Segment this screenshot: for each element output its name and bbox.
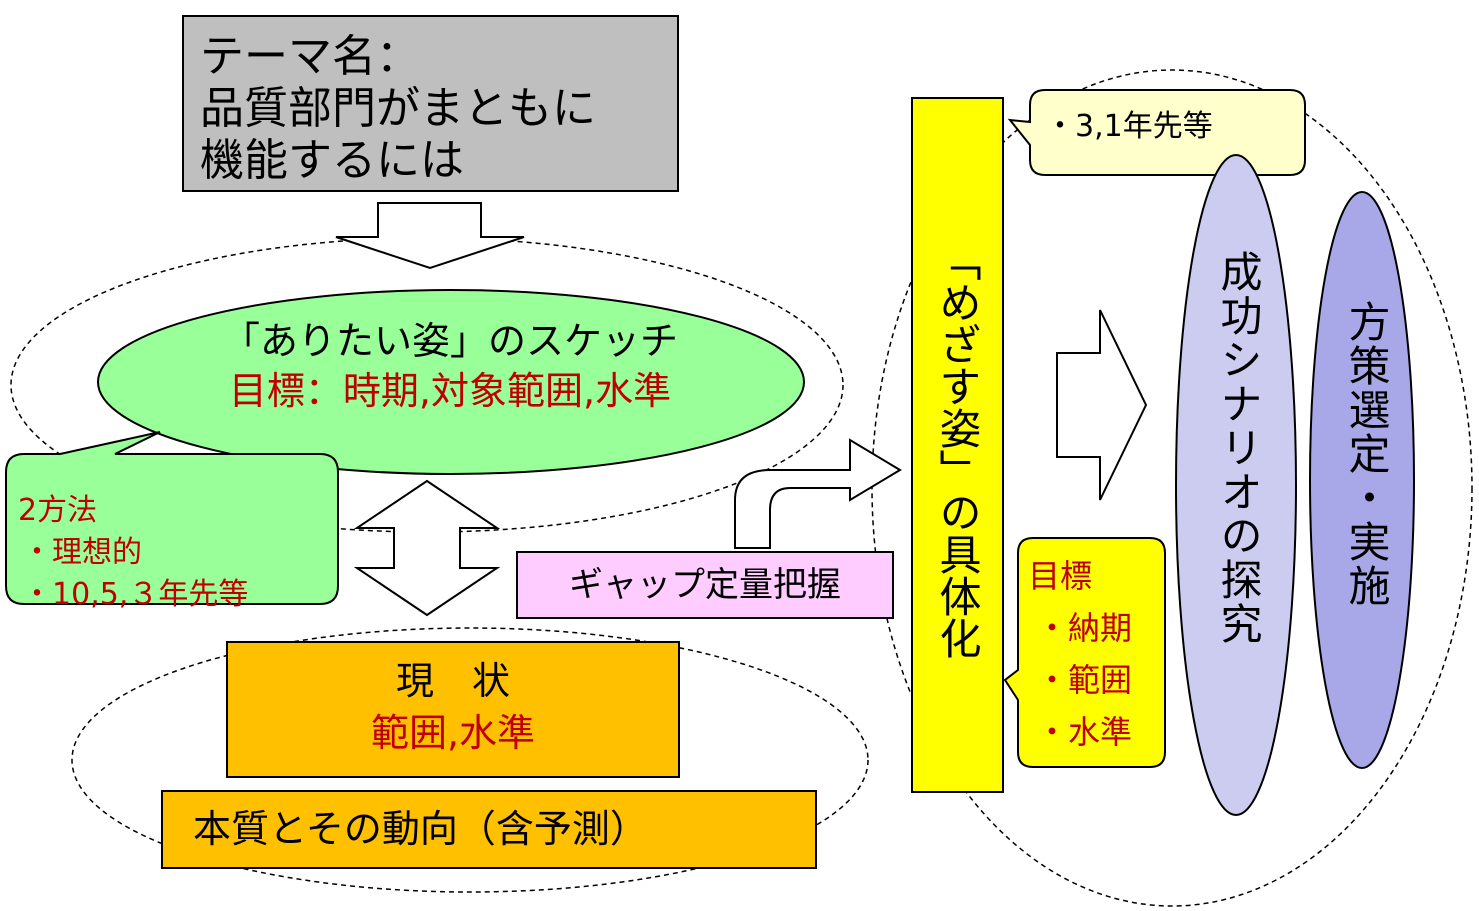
- essence-label: 本質とその動向（含予測）: [193, 807, 648, 851]
- time-note-callout-shape: [1007, 89, 1306, 176]
- gap-box: ギャップ定量把握: [516, 551, 894, 619]
- methods-callout: 2方法 ・理想的 ・10,5,３年先等: [18, 490, 338, 616]
- gap-label: ギャップ定量把握: [569, 565, 841, 605]
- time-note: ・3,1年先等: [1045, 104, 1295, 150]
- methods-item: ・10,5,３年先等: [22, 577, 249, 612]
- current-group-dashed-ellipse: [71, 627, 869, 893]
- ideal-label: 「ありたい姿」のスケッチ 目標：時期,対象範囲,水準: [100, 316, 800, 416]
- target-shape-label: 「めざす姿」の具体化: [933, 239, 982, 659]
- ideal-group-dashed-ellipse: [10, 237, 844, 533]
- ideal-title: 「ありたい姿」のスケッチ: [221, 319, 678, 363]
- methods-item: ・理想的: [22, 535, 142, 570]
- right-group-dashed-ellipse: [871, 69, 1473, 907]
- policy-ellipse: [1309, 191, 1415, 769]
- time-note-label: ・3,1年先等: [1045, 109, 1213, 144]
- target-shape-box: 「めざす姿」の具体化: [911, 97, 1004, 793]
- target-note-item: ・水準: [1036, 713, 1133, 751]
- up-down-arrow: [353, 479, 501, 617]
- down-arrow: [335, 202, 525, 270]
- target-note-callout-shape: [1003, 537, 1166, 768]
- curved-arrow: [734, 438, 902, 549]
- policy-label: 方策選定・実施: [1342, 300, 1391, 608]
- ideal-target: 目標：時期,対象範囲,水準: [228, 369, 672, 413]
- theme-line-3: 機能するには: [200, 135, 464, 186]
- methods-callout-shape: [5, 431, 339, 605]
- scenario-label: 成功シナリオの探究: [1214, 250, 1263, 646]
- methods-title: 2方法: [18, 493, 98, 528]
- theme-box: テーマ名： 品質部門がまともに 機能するには: [182, 15, 679, 192]
- current-detail: 範囲,水準: [370, 711, 536, 755]
- current-box: 現 状 範囲,水準: [226, 641, 680, 778]
- current-title: 現 状: [395, 659, 510, 703]
- essence-box: 本質とその動向（含予測）: [161, 790, 817, 869]
- theme-line-2: 品質部門がまともに: [200, 83, 596, 134]
- target-note-item: ・範囲: [1036, 661, 1133, 699]
- target-note: 目標 ・納期 ・範囲 ・水準: [1028, 550, 1168, 758]
- right-arrow: [1056, 309, 1148, 501]
- theme-line-1: テーマ名：: [200, 31, 420, 82]
- target-note-title: 目標: [1028, 557, 1093, 595]
- target-note-item: ・納期: [1036, 609, 1133, 647]
- ideal-ellipse: [97, 289, 805, 475]
- scenario-ellipse: [1175, 154, 1297, 816]
